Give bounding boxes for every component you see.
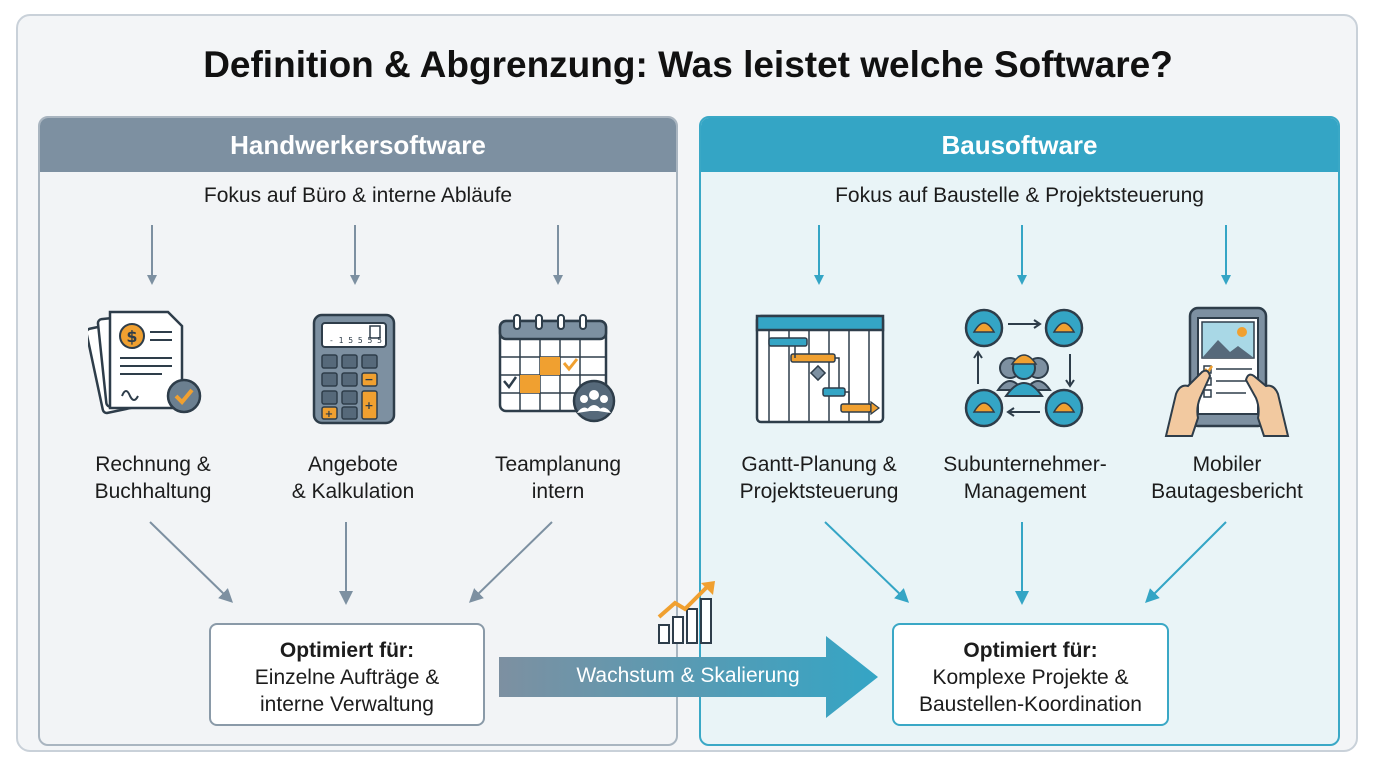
item-label-gantt: Gantt-Planung &Projektsteuerung <box>739 453 899 503</box>
focus-text: Fokus auf Büro & interne Abläufe <box>203 184 513 207</box>
svg-text:+: + <box>364 399 373 412</box>
calendar-team-icon <box>498 314 616 423</box>
result-box-bau: Optimiert für: Komplexe Projekte & Baust… <box>892 623 1169 726</box>
tablet-report-icon <box>1164 306 1290 437</box>
panel-header: Bausoftware <box>701 118 1338 172</box>
subcontractor-network-icon <box>964 308 1084 428</box>
svg-text:$: $ <box>126 327 137 346</box>
growth-label: Wachstum & Skalierung <box>576 664 800 687</box>
growth-arrow <box>499 636 878 718</box>
item-label-rechnung: Rechnung &Buchhaltung <box>94 453 212 503</box>
svg-text:−: − <box>364 373 373 386</box>
item-label-subunternehmer: Subunternehmer-Management <box>943 453 1107 503</box>
svg-text:- 1 5 5 5 5: - 1 5 5 5 5 <box>329 336 382 345</box>
growth-chart-icon <box>657 581 715 644</box>
item-label-angebote: Angebote& Kalkulation <box>291 453 415 503</box>
result-box-handwerker: Optimiert für: Einzelne Aufträge & inter… <box>209 623 485 726</box>
page-title: Definition & Abgrenzung: Was leistet wel… <box>203 44 1173 85</box>
svg-text:+: + <box>325 409 333 420</box>
calculator-icon: - 1 5 5 5 5 − + + <box>312 313 396 425</box>
gantt-chart-icon <box>755 314 885 424</box>
invoice-icon: $ <box>88 310 202 415</box>
focus-text: Fokus auf Baustelle & Projektsteuerung <box>835 184 1204 207</box>
panel-header: Handwerkersoftware <box>40 118 676 172</box>
